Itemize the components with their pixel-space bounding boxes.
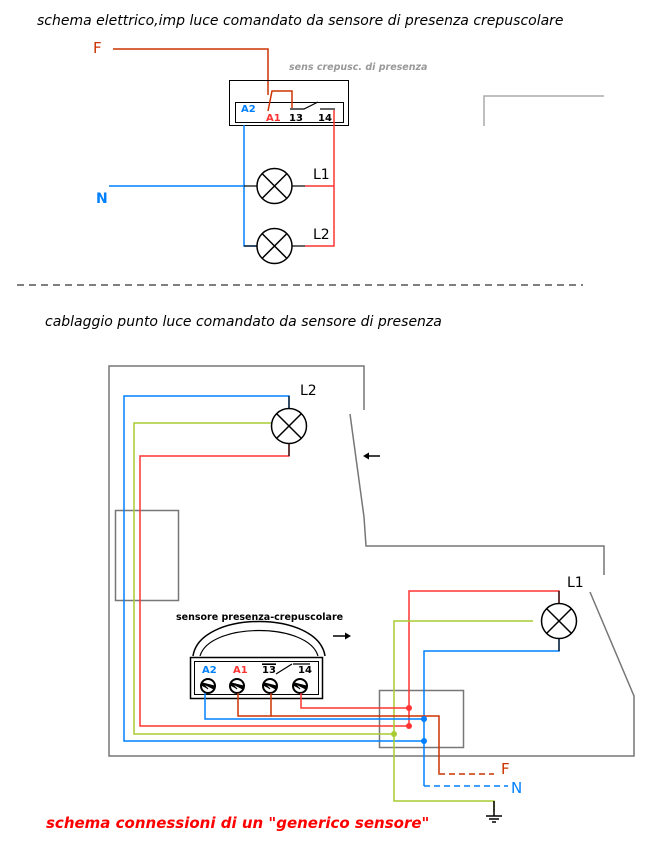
lamp-cross-b	[261, 232, 288, 260]
neutral-label-wiring: N	[511, 779, 522, 797]
lamp-cross-b	[276, 413, 302, 439]
sensor-a2-neutral-wire	[204, 693, 424, 720]
sensor-14-live-wire	[300, 693, 409, 709]
phase-wire-top	[113, 48, 269, 95]
terminal-14-wiring: 14	[298, 665, 312, 676]
sensor-housing-top	[229, 80, 349, 126]
sensor-terminal-block-wiring	[194, 661, 319, 695]
lamp-l1-top	[256, 167, 293, 205]
lamp-l1-wiring	[540, 591, 578, 651]
wiring-title: cablaggio punto luce comandato da sensor…	[45, 314, 442, 330]
switched-live-top	[305, 110, 335, 247]
sensor-dome-inner	[199, 630, 319, 657]
junction-dot-live-a	[406, 705, 412, 711]
phase-label-top: F	[93, 39, 102, 57]
screw-terminal-13	[262, 678, 278, 694]
lamp-l2-top	[256, 227, 293, 265]
room-wall-outline	[108, 365, 635, 757]
terminal-a1-top: A1	[266, 113, 281, 124]
terminal-a2-wiring: A2	[202, 665, 217, 676]
earth-wire-l2	[133, 422, 394, 735]
motion-arrow-left-icon	[363, 452, 380, 460]
screw-terminal-a1	[229, 678, 245, 694]
junction-dot-neutral-b	[421, 738, 427, 744]
a1-13-bridge-top	[267, 90, 293, 112]
sensor-a1-13-bridge	[237, 693, 272, 717]
schematic-title: schema elettrico,imp luce comandato da s…	[37, 13, 564, 29]
junction-box-left	[114, 509, 180, 602]
motion-arrow-right-icon	[333, 632, 351, 640]
wall-fragment-top	[483, 95, 604, 126]
live-wire-l1	[408, 590, 560, 726]
terminal-a2-top: A2	[241, 104, 256, 115]
lamp-cross-b	[261, 172, 288, 200]
screw-terminal-14	[292, 678, 308, 694]
terminal-13-top: 13	[289, 113, 303, 124]
lamp-l1-label-wiring: L1	[567, 575, 584, 591]
relay-contact-top	[290, 101, 319, 110]
sensor-title-wiring: sensore presenza-crepuscolare	[176, 612, 343, 623]
phase-feed-wire	[271, 715, 494, 775]
lamp-l1-label-top: L1	[313, 167, 330, 183]
terminal-13-wiring: 13	[262, 665, 276, 676]
junction-dot-live-b	[406, 723, 412, 729]
neutral-label-top: N	[96, 191, 108, 207]
junction-dot-neutral-a	[421, 716, 427, 722]
relay-contact-wiring	[275, 663, 293, 675]
terminal-14-top: 14	[318, 113, 332, 124]
lamp-l2-label-wiring: L2	[300, 383, 317, 399]
screw-terminal-a2	[200, 678, 216, 694]
sensor-caption-top: sens crepusc. di presenza	[289, 62, 427, 73]
ground-icon	[486, 801, 502, 823]
lamp-cross-b	[546, 608, 572, 634]
sensor-terminal-block-top	[235, 102, 344, 123]
terminal-a1-wiring: A1	[233, 665, 248, 676]
room-wall-partition	[349, 413, 605, 575]
sensor-dome-outer	[192, 620, 326, 657]
footer-caption: schema connessioni di un "generico senso…	[46, 814, 429, 832]
lamp-l2-label-top: L2	[313, 227, 330, 243]
phase-label-wiring: F	[501, 760, 510, 778]
lamp-l2-wiring	[270, 396, 308, 456]
junction-dot-earth	[391, 731, 397, 737]
neutral-wire-l1	[423, 639, 560, 786]
